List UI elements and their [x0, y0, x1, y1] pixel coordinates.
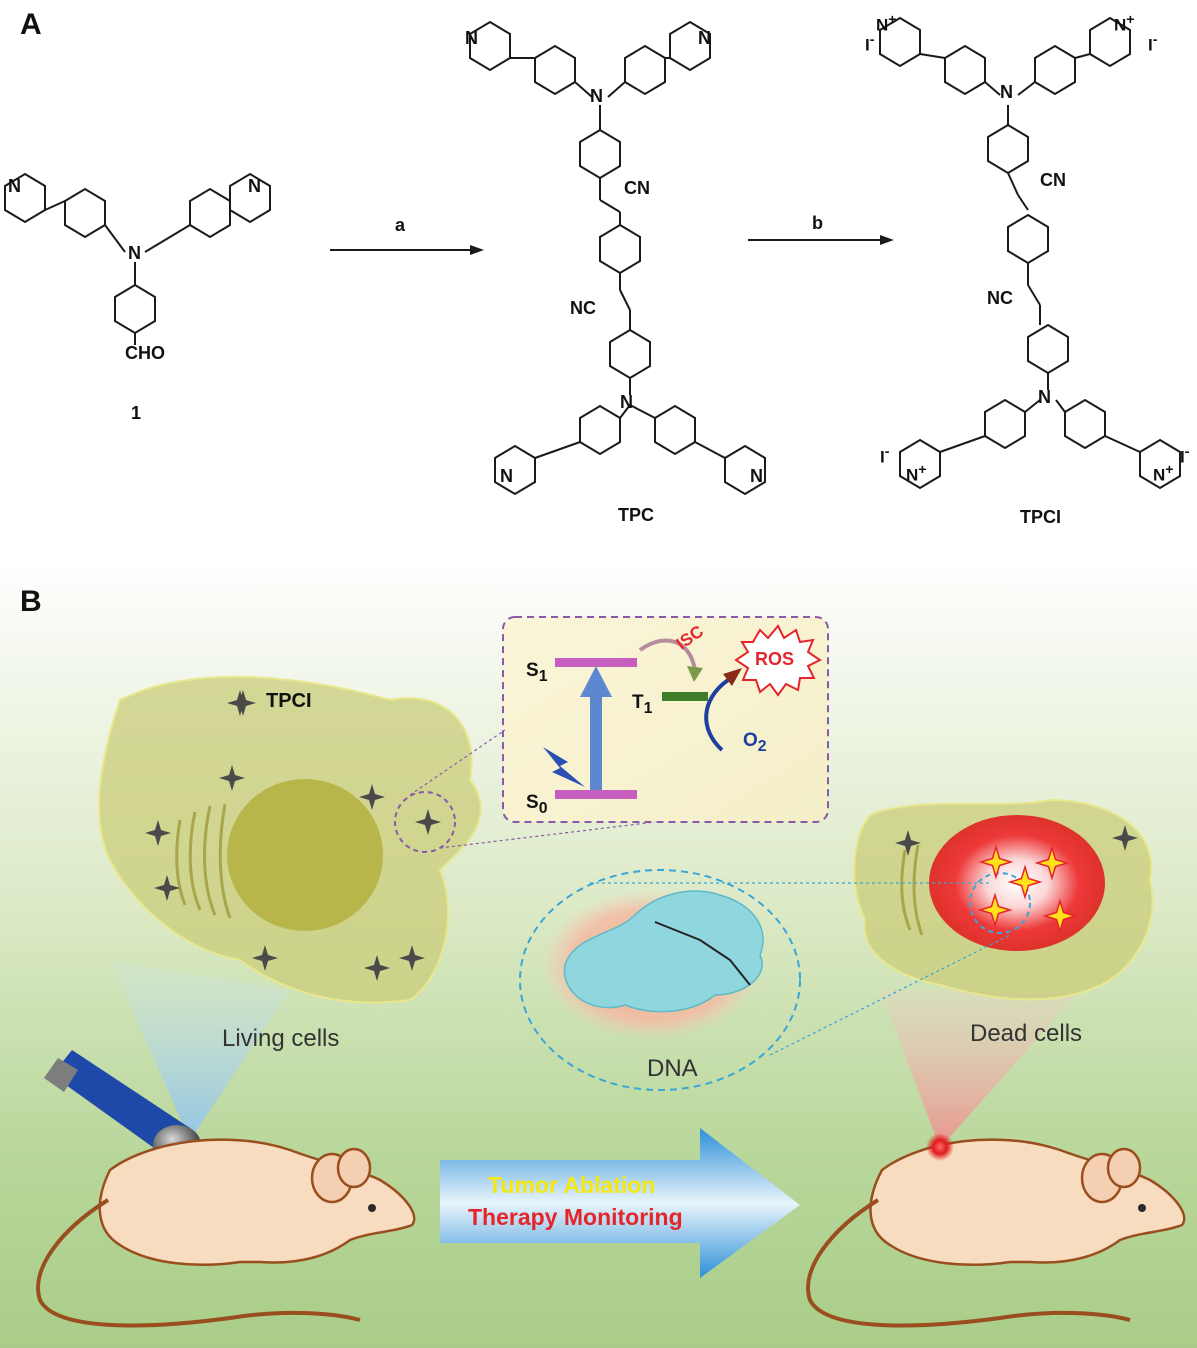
compound-1-label: 1 [131, 403, 142, 423]
iodide-label: I- [1148, 32, 1158, 55]
tpci-n-plus: N+ [1153, 462, 1174, 485]
tpci-cn-label: CN [1040, 170, 1066, 190]
panel-a-label: A [20, 8, 42, 41]
lightning-icon [543, 747, 585, 787]
jablonski-inset [394, 616, 829, 853]
tpci-name: TPCI [1020, 507, 1062, 527]
atom-label-n: N [1038, 387, 1051, 407]
dna-protein-surface [563, 890, 764, 1013]
tpci-structure [879, 16, 1181, 490]
ros-burst [734, 624, 822, 697]
atom-label-n: N [1000, 82, 1013, 102]
atom-label-n: N [590, 86, 603, 106]
arrow-text-therapy-monitoring: Therapy Monitoring [468, 1204, 683, 1230]
atom-label-n: N [500, 466, 513, 486]
s1-label: S1 [526, 660, 548, 685]
arrow-a-label: a [395, 215, 406, 235]
zoom-circle-purple [394, 791, 456, 853]
dead-cells-label: Dead cells [970, 1020, 1083, 1047]
process-arrow [440, 1128, 800, 1278]
tpci-n-plus: N+ [1114, 12, 1135, 35]
atom-label-n: N [248, 176, 261, 196]
tpci-n-plus: N+ [906, 462, 927, 485]
ros-label: ROS [755, 649, 795, 669]
tpc-cn-label: CN [624, 178, 650, 198]
iodide-label: I- [880, 444, 890, 467]
oxygen-arrow [704, 678, 730, 752]
mouse-right [806, 1133, 1186, 1328]
living-cell [98, 675, 482, 1004]
atom-label-n: N [465, 28, 478, 48]
atom-label-n: N [128, 243, 141, 263]
arrow-b-label: b [812, 213, 823, 233]
atom-label-n: N [750, 466, 763, 486]
atom-label-n: N [698, 28, 711, 48]
red-light-beam [880, 990, 1080, 1148]
cho-label: CHO [125, 343, 165, 363]
golgi-apparatus [175, 803, 232, 919]
tpc-name: TPC [618, 505, 654, 525]
compound-1-structure [4, 172, 271, 345]
tpc-nc-label: NC [570, 298, 596, 318]
atom-label-n: N [8, 176, 21, 196]
iodide-label: I- [1180, 444, 1190, 467]
tpci-n-plus: N+ [876, 12, 897, 35]
mouse-left [36, 1138, 416, 1328]
zoom-circle-blue [969, 872, 1031, 934]
s0-level [555, 790, 637, 799]
t1-level [662, 692, 708, 701]
living-cells-label: Living cells [222, 1025, 340, 1052]
golgi-apparatus-dead [900, 844, 924, 936]
dead-cell [853, 798, 1154, 1001]
nucleus [227, 779, 383, 931]
s0-label: S0 [526, 792, 548, 817]
panel-a-scheme [4, 16, 1181, 496]
iodide-label: I- [865, 32, 875, 55]
o2-label: O2 [743, 730, 767, 755]
panel-b-label: B [20, 585, 42, 618]
blue-light-beam [110, 960, 290, 1140]
t1-label: T1 [632, 692, 653, 717]
isc-arrow [638, 638, 697, 671]
arrow-text-tumor-ablation: Tumor Ablation [488, 1172, 656, 1198]
legend-star-icon [230, 690, 256, 716]
tpc-structure [469, 20, 766, 496]
dna-inset [519, 869, 1031, 1091]
s1-level [555, 658, 637, 667]
tpci-nc-label: NC [987, 288, 1013, 308]
legend-tpci-label: TPCI [266, 690, 312, 712]
excitation-arrow [580, 666, 612, 697]
activated-tpci-stars [977, 844, 1078, 934]
atom-label-n: N [620, 392, 633, 412]
dna-label: DNA [647, 1055, 698, 1082]
tumor-glow-dot [926, 1133, 954, 1161]
